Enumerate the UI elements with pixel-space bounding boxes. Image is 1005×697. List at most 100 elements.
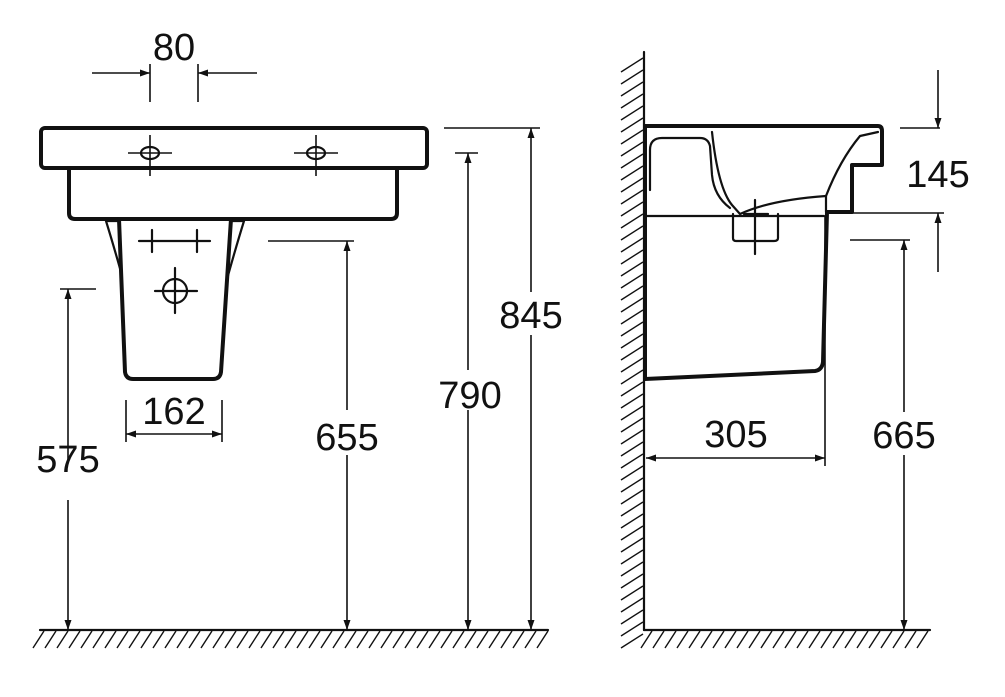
hatch-line: [404, 630, 417, 649]
hatch-line: [736, 630, 749, 649]
hatch-line: [620, 141, 644, 157]
hatch-line: [620, 501, 644, 517]
hatch-line: [760, 630, 773, 649]
hatch-line: [676, 630, 689, 649]
dim-bowl-bottom-height-label: 790: [438, 375, 501, 417]
hatch-line: [620, 453, 644, 469]
side-wall: [620, 50, 646, 649]
hatch-line: [128, 630, 141, 649]
front-view: 80 162 575 655 790: [32, 27, 563, 649]
front-floor-hatching: [32, 630, 549, 649]
hatch-line: [620, 585, 644, 601]
hatch-line: [700, 630, 713, 649]
hatch-line: [664, 630, 677, 649]
hatch-line: [620, 357, 644, 373]
hatch-line: [620, 105, 644, 121]
hatch-line: [796, 630, 809, 649]
hatch-line: [620, 573, 644, 589]
side-view: 145 305 665: [620, 50, 970, 649]
hatch-line: [620, 369, 644, 385]
hatch-line: [164, 630, 177, 649]
hatch-line: [820, 630, 833, 649]
hatch-line: [620, 309, 644, 325]
dim-pedestal-width-label: 162: [142, 391, 205, 433]
tap-hole-left: [128, 135, 172, 176]
hatch-line: [284, 630, 297, 649]
basin-side-profile: [643, 124, 884, 381]
hatch-line: [620, 477, 644, 493]
hatch-line: [620, 393, 644, 409]
dim-underside-height: 665: [850, 239, 936, 630]
hatch-line: [224, 630, 237, 649]
bowl-rim-curve: [824, 130, 880, 198]
hatch-line: [212, 630, 225, 649]
hatch-line: [620, 405, 644, 421]
hatch-line: [620, 225, 644, 241]
hatch-line: [524, 630, 537, 649]
hatch-line: [620, 549, 644, 565]
hatch-line: [620, 561, 644, 577]
hatch-line: [620, 321, 644, 337]
hatch-line: [152, 630, 165, 649]
hatch-line: [620, 597, 644, 613]
hatch-line: [452, 630, 465, 649]
hatch-line: [688, 630, 701, 649]
hatch-line: [620, 621, 644, 637]
dim-bottom-pedestal-height: 575: [36, 288, 100, 630]
hatch-line: [44, 630, 57, 649]
hatch-line: [620, 285, 644, 301]
hatch-line: [428, 630, 441, 649]
hatch-line: [620, 177, 644, 193]
dim-tap-spacing-label: 80: [153, 27, 195, 69]
hatch-line: [356, 630, 369, 649]
hatch-line: [620, 381, 644, 397]
hatch-line: [868, 630, 881, 649]
hatch-line: [260, 630, 273, 649]
hatch-line: [236, 630, 249, 649]
dim-underside-height-label: 665: [872, 415, 935, 457]
hatch-line: [320, 630, 333, 649]
hatch-line: [620, 165, 644, 181]
hatch-line: [620, 417, 644, 433]
tap-hole-right: [294, 135, 338, 176]
hatch-line: [296, 630, 309, 649]
hatch-line: [416, 630, 429, 649]
hatch-line: [392, 630, 405, 649]
hatch-line: [116, 630, 129, 649]
hatch-line: [620, 93, 644, 109]
hatch-line: [620, 237, 644, 253]
hatch-line: [620, 117, 644, 133]
hatch-line: [724, 630, 737, 649]
pedestal-fixing-line: [137, 228, 212, 254]
hatch-line: [892, 630, 905, 649]
hatch-line: [500, 630, 513, 649]
hatch-line: [176, 630, 189, 649]
hatch-line: [620, 609, 644, 625]
hatch-line: [620, 465, 644, 481]
hatch-line: [92, 630, 105, 649]
bowl-inner-curve: [710, 130, 828, 216]
hatch-line: [464, 630, 477, 649]
hatch-line: [916, 630, 929, 649]
hatch-line: [620, 489, 644, 505]
hatch-line: [476, 630, 489, 649]
hatch-line: [344, 630, 357, 649]
hatch-line: [32, 630, 45, 649]
hatch-line: [80, 630, 93, 649]
hatch-line: [488, 630, 501, 649]
dim-outlet-height: 655: [268, 240, 379, 630]
basin-body: [67, 166, 399, 221]
hatch-line: [844, 630, 857, 649]
hatch-line: [620, 525, 644, 541]
hatch-line: [620, 57, 644, 73]
hatch-line: [56, 630, 69, 649]
hatch-line: [308, 630, 321, 649]
side-floor-hatching: [640, 630, 929, 649]
hatch-line: [620, 345, 644, 361]
hatch-line: [652, 630, 665, 649]
hatch-line: [748, 630, 761, 649]
waste-outlet: [153, 266, 199, 315]
hatch-line: [772, 630, 785, 649]
